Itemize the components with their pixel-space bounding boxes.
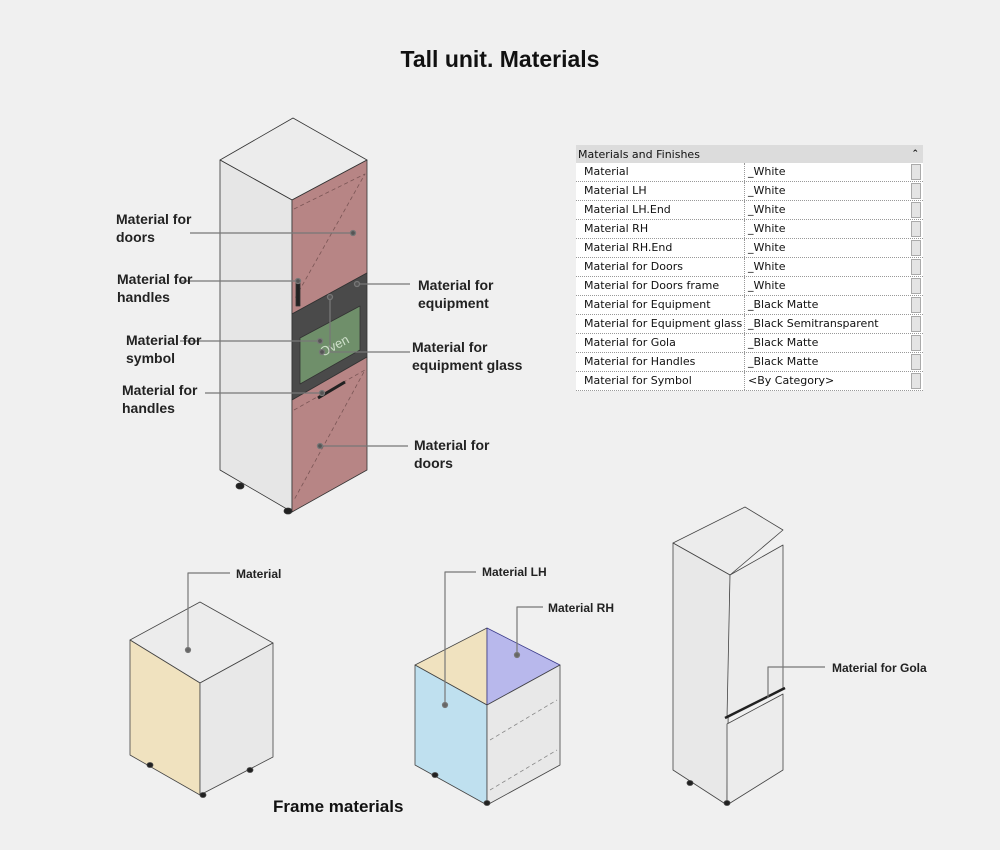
property-value[interactable]: _Black Semitransparent <box>748 317 879 330</box>
property-name: Material <box>576 163 745 181</box>
group-header[interactable]: Materials and Finishes ⌃ <box>576 145 923 163</box>
property-value[interactable]: _Black Matte <box>748 355 819 368</box>
property-name: Material for Equipment glass <box>576 315 745 333</box>
label-doors-top: Material for doors <box>116 211 192 245</box>
label-gola: Material for Gola <box>832 661 927 675</box>
property-row[interactable]: Material for Doors_White <box>576 258 923 277</box>
browse-button[interactable] <box>911 164 921 180</box>
browse-button[interactable] <box>911 221 921 237</box>
property-value[interactable]: _White <box>748 260 786 273</box>
property-row[interactable]: Material LH_White <box>576 182 923 201</box>
browse-button[interactable] <box>911 183 921 199</box>
property-name: Material LH.End <box>576 201 745 219</box>
property-name: Material for Gola <box>576 334 745 352</box>
page-title: Tall unit. Materials <box>400 46 600 72</box>
label-equipment: Material for equipment <box>418 277 494 311</box>
property-name: Material for Symbol <box>576 372 745 390</box>
frame-cabinet-sides <box>414 627 561 806</box>
browse-button[interactable] <box>911 335 921 351</box>
collapse-icon[interactable]: ⌃ <box>911 149 919 159</box>
browse-button[interactable] <box>911 259 921 275</box>
property-row[interactable]: Material LH.End_White <box>576 201 923 220</box>
property-value[interactable]: _White <box>748 203 786 216</box>
tall-unit: Oven <box>219 117 368 515</box>
property-row[interactable]: Material_White <box>576 163 923 182</box>
property-name: Material for Doors <box>576 258 745 276</box>
property-name: Material RH.End <box>576 239 745 257</box>
property-row[interactable]: Material for Equipment_Black Matte <box>576 296 923 315</box>
label-handles-top: Material for handles <box>117 271 193 305</box>
property-row[interactable]: Material for Symbol<By Category> <box>576 372 923 391</box>
label-material-lh: Material LH <box>482 565 547 579</box>
property-row[interactable]: Material RH_White <box>576 220 923 239</box>
property-name: Material RH <box>576 220 745 238</box>
property-value[interactable]: <By Category> <box>748 374 835 387</box>
property-value[interactable]: _Black Matte <box>748 298 819 311</box>
property-row[interactable]: Material for Equipment glass_Black Semit… <box>576 315 923 334</box>
property-value[interactable]: _White <box>748 241 786 254</box>
leader-lines <box>180 229 410 450</box>
label-symbol: Material for symbol <box>126 332 202 366</box>
browse-button[interactable] <box>911 202 921 218</box>
frame-cabinet-material <box>129 601 274 798</box>
browse-button[interactable] <box>911 240 921 256</box>
label-material-rh: Material RH <box>548 601 615 615</box>
property-value[interactable]: _Black Matte <box>748 336 819 349</box>
browse-button[interactable] <box>911 373 921 389</box>
property-row[interactable]: Material RH.End_White <box>576 239 923 258</box>
property-value[interactable]: _White <box>748 222 786 235</box>
browse-button[interactable] <box>911 278 921 294</box>
property-row[interactable]: Material for Gola_Black Matte <box>576 334 923 353</box>
label-material: Material <box>236 567 282 581</box>
property-value[interactable]: _White <box>748 184 786 197</box>
property-row[interactable]: Material for Doors frame_White <box>576 277 923 296</box>
browse-button[interactable] <box>911 354 921 370</box>
frame-materials-title: Frame materials <box>273 797 404 816</box>
label-handles-bottom: Material for handles <box>122 382 198 416</box>
property-name: Material LH <box>576 182 745 200</box>
property-name: Material for Handles <box>576 353 745 371</box>
property-row[interactable]: Material for Handles_Black Matte <box>576 353 923 372</box>
property-value[interactable]: _White <box>748 279 786 292</box>
group-title: Materials and Finishes <box>578 147 700 161</box>
property-value[interactable]: _White <box>748 165 786 178</box>
label-doors-bottom: Material for doors <box>414 437 490 471</box>
browse-button[interactable] <box>911 297 921 313</box>
label-equipment-glass: Material for equipment glass <box>412 339 523 373</box>
property-name: Material for Doors frame <box>576 277 745 295</box>
tall-cabinet-gola <box>672 506 786 806</box>
property-name: Material for Equipment <box>576 296 745 314</box>
browse-button[interactable] <box>911 316 921 332</box>
